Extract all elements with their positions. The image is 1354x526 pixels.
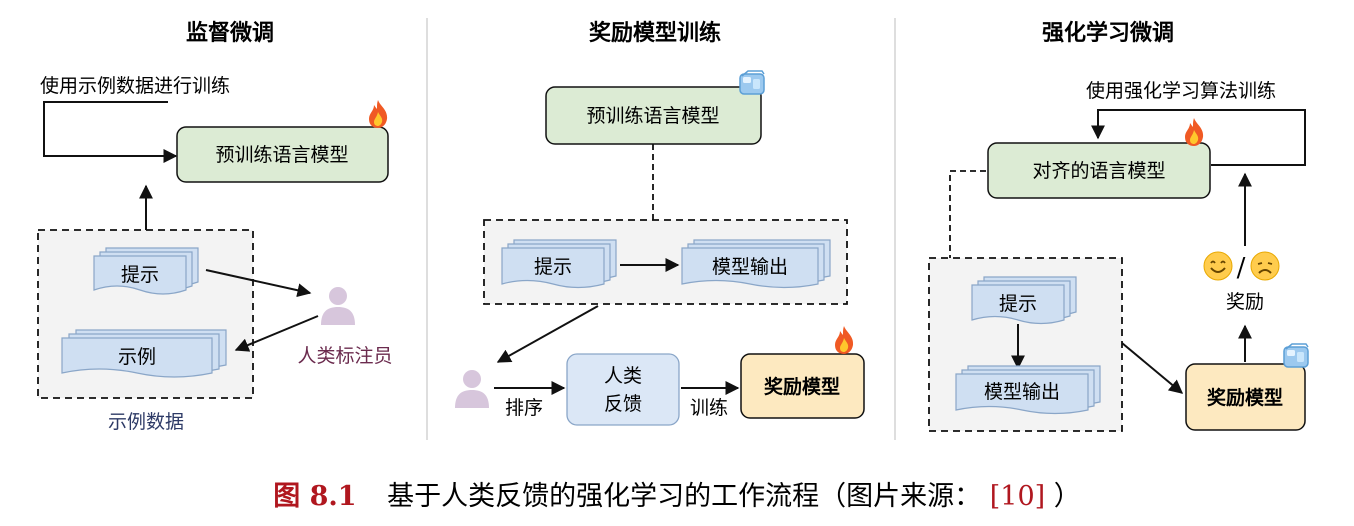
rm-feedback-line1: 人类 [604, 365, 642, 387]
rl-slash: / [1237, 253, 1246, 283]
sad-emoji-icon [1250, 251, 1280, 281]
rm-feedback-box [566, 353, 680, 426]
person-icon [455, 370, 489, 408]
sft-model-label: 预训练语言模型 [215, 144, 348, 166]
sft-prompt-label: 提示 [121, 264, 159, 286]
ice-icon [1283, 343, 1309, 368]
sft-loop-label: 使用示例数据进行训练 [40, 75, 230, 97]
rm-reward-model-box [740, 353, 865, 419]
rl-output-label: 模型输出 [984, 381, 1060, 403]
sft-model-box [176, 126, 389, 183]
rm-train-label: 训练 [690, 397, 728, 419]
ice-icon [739, 70, 765, 95]
caption-body: 基于人类反馈的强化学习的工作流程（图片来源： [387, 481, 981, 512]
panel-sft: 监督微调 使用示例数据进行训练 预训练语言模型 提示 示例 示例数据 人类标注员 [37, 20, 393, 433]
panel-rl: 强化学习微调 使用强化学习算法训练 对齐的语言模型 提示 模型输出 奖励模型 奖… [928, 20, 1309, 432]
rl-output-doc: 模型输出 [955, 365, 1101, 415]
sft-example-label: 示例 [118, 346, 156, 368]
rm-prompt-label: 提示 [534, 256, 572, 278]
rm-title: 奖励模型训练 [589, 20, 721, 46]
rl-reward-model-label: 奖励模型 [1207, 386, 1283, 409]
rm-group-to-human-arrow [496, 305, 599, 363]
sft-group-label: 示例数据 [108, 411, 184, 433]
caption-ref: [10] [990, 481, 1045, 512]
rm-prompt-doc: 提示 [501, 239, 617, 289]
rm-pretrained-label: 预训练语言模型 [586, 105, 719, 127]
sft-example-doc: 示例 [61, 329, 227, 378]
sft-from-annotator-arrow [234, 315, 319, 352]
fire-icon [1185, 118, 1204, 146]
panel-rm: 奖励模型训练 预训练语言模型 提示 模型输出 排序 人类 反馈 训练 奖励 [455, 20, 865, 426]
rl-loop-label: 使用强化学习算法训练 [1086, 80, 1276, 102]
caption-close: ） [1054, 481, 1081, 512]
sft-loop-arrow [43, 101, 178, 163]
smile-emoji-icon [1203, 251, 1233, 281]
rm-feedback-line2: 反馈 [604, 393, 642, 415]
fire-icon [369, 100, 388, 128]
rl-aligned-box [987, 142, 1211, 199]
rl-to-reward-arrow [1121, 342, 1184, 394]
caption-label: 图 8.1 [273, 481, 356, 512]
rl-loop-arrow [1091, 109, 1306, 166]
rl-reward-model-box [1185, 363, 1306, 431]
rl-reward-label: 奖励 [1226, 291, 1264, 313]
rm-rank-label: 排序 [505, 397, 543, 419]
caption-text: 图 8.1 基于人类反馈的强化学习的工作流程（图片来源： [10] ） [273, 481, 1081, 512]
sft-annotator-label: 人类标注员 [297, 345, 392, 367]
rl-aligned-label: 对齐的语言模型 [1032, 160, 1165, 182]
fire-icon [835, 326, 854, 354]
rl-prompt-doc: 提示 [971, 276, 1077, 325]
figure-caption: 图 8.1 基于人类反馈的强化学习的工作流程（图片来源： [10] ） [273, 481, 1081, 512]
rl-prompt-label: 提示 [999, 293, 1037, 315]
person-icon [321, 287, 355, 325]
rl-title: 强化学习微调 [1042, 20, 1174, 46]
sft-prompt-doc: 提示 [93, 247, 199, 295]
sft-title: 监督微调 [186, 20, 274, 46]
rm-output-label: 模型输出 [712, 256, 788, 278]
sft-to-annotator-arrow [205, 269, 312, 298]
rm-output-doc: 模型输出 [681, 239, 831, 289]
rm-reward-model-label: 奖励模型 [764, 375, 840, 398]
